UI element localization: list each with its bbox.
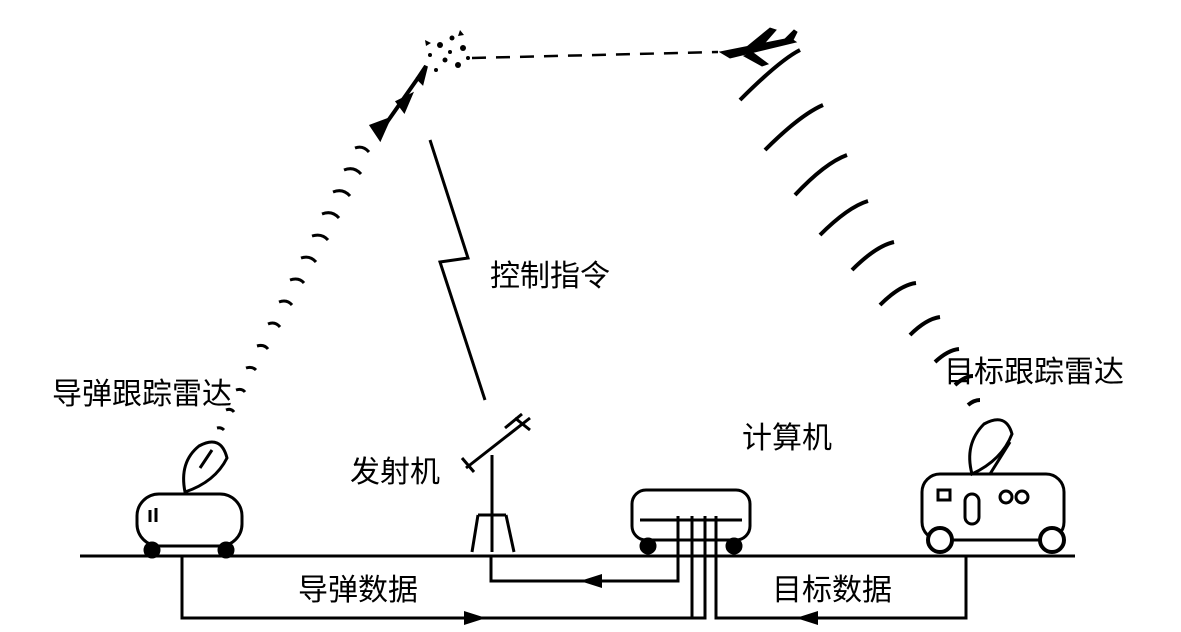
target-radar-label: 目标跟踪雷达 (944, 355, 1124, 390)
missile-radar-beam (216, 145, 371, 432)
missile-radar-label: 导弹跟踪雷达 (52, 377, 232, 412)
computer-label: 计算机 (742, 421, 832, 456)
arrows (464, 574, 818, 625)
transmitter-antenna (460, 412, 531, 553)
explosion-icon (425, 30, 470, 72)
intercept-path (471, 50, 719, 60)
target-data-label: 目标数据 (772, 573, 892, 608)
aircraft-icon (718, 27, 798, 67)
missile-icon (368, 64, 428, 143)
control-command-signal (428, 139, 487, 401)
missile-radar-vehicle (135, 440, 244, 559)
missile-data-label: 导弹数据 (298, 573, 418, 608)
control-command-label: 控制指令 (490, 259, 610, 294)
target-radar-vehicle (920, 418, 1066, 554)
transmitter-label: 发射机 (350, 455, 440, 490)
target-radar-beam (738, 48, 981, 407)
